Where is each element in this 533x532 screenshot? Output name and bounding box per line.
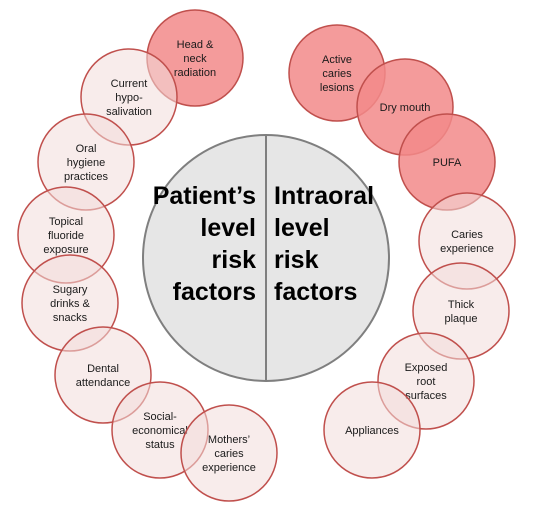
intraoral-factor-label-line: surfaces [405, 390, 447, 402]
intraoral-factor-label-line: Caries [451, 229, 483, 241]
patient-factor-label-line: economical [132, 425, 188, 437]
patient-factor-label: Sugary drinks & snacks [50, 284, 90, 324]
patient-factor-label-line: Sugary [53, 284, 88, 296]
patient-factor-label-line: experience [202, 462, 256, 474]
intraoral-factor-label: Thick plaque [444, 299, 477, 325]
patient-factor-bubble: Mothers’ caries experience [180, 404, 278, 502]
patient-factor-label-line: attendance [76, 377, 130, 389]
patient-factor-label-line: practices [64, 171, 109, 183]
intraoral-factor-label: Appliances [345, 425, 399, 437]
intraoral-factor-label: PUFA [433, 157, 462, 169]
center-label-line: level [274, 214, 330, 242]
intraoral-factor-label-line: PUFA [433, 157, 462, 169]
patient-factor-label: Topical fluoride exposure [43, 216, 88, 256]
patient-factor-label: Head & neck radiation [174, 39, 216, 79]
intraoral-factor-label-line: lesions [320, 82, 355, 94]
center-label-line: Intraoral [274, 182, 374, 210]
patient-factor-label-line: Head & [177, 39, 214, 51]
intraoral-factor-circle [323, 381, 421, 479]
intraoral-factor-bubble: Appliances [323, 381, 421, 479]
center-label-line: factors [173, 278, 256, 306]
intraoral-factor-label: Active caries lesions [320, 54, 355, 94]
intraoral-factor-label-line: Dry mouth [380, 102, 431, 114]
intraoral-factor-label: Dry mouth [380, 102, 431, 114]
patient-factor-label-line: salivation [106, 106, 152, 118]
patient-factor-label-line: Dental [87, 363, 119, 375]
patient-factor-label-line: Mothers’ [208, 434, 250, 446]
intraoral-factor-label-line: Active [322, 54, 352, 66]
patient-factor-label-line: exposure [43, 244, 88, 256]
intraoral-factor-label: Caries experience [440, 229, 494, 255]
patient-factor-label-line: hypo- [115, 92, 143, 104]
patient-factor-circle [180, 404, 278, 502]
patient-factor-label: Oral hygiene practices [64, 143, 109, 183]
center-circle-group: Patient’s level risk factors Intraoral level… [142, 134, 390, 382]
center-label-line: risk [274, 246, 319, 274]
patient-factor-label-line: drinks & [50, 298, 90, 310]
intraoral-factor-label: Exposed root surfaces [405, 362, 448, 402]
center-label-line: level [200, 214, 256, 242]
intraoral-factor-label-line: caries [322, 68, 352, 80]
intraoral-factor-label-line: plaque [444, 313, 477, 325]
patient-factor-label-line: status [145, 439, 175, 451]
center-left-label: Patient’s level risk factors [153, 182, 256, 306]
intraoral-factor-bubble: Caries experience [418, 192, 516, 290]
patient-factor-label-line: Topical [49, 216, 83, 228]
intraoral-factor-label-line: root [417, 376, 436, 388]
patient-factor-label-line: hygiene [67, 157, 106, 169]
intraoral-factor-label-line: Appliances [345, 425, 399, 437]
intraoral-factor-label-line: Thick [448, 299, 475, 311]
patient-factor-label-line: Current [111, 78, 148, 90]
patient-factor-label-line: radiation [174, 67, 216, 79]
intraoral-factor-label-line: experience [440, 243, 494, 255]
patient-factor-label-line: neck [183, 53, 207, 65]
patient-factor-label: Social-economical status [132, 411, 188, 451]
center-label-line: Patient’s [153, 182, 256, 210]
patient-factor-label: Dental attendance [76, 363, 130, 389]
patient-factor-label-line: fluoride [48, 230, 84, 242]
center-label-line: risk [212, 246, 257, 274]
center-right-label: Intraoral level risk factors [274, 182, 374, 306]
patient-factor-label: Current hypo-salivation [106, 78, 152, 118]
patient-factor-label-line: caries [214, 448, 244, 460]
patient-factor-label-line: Social- [143, 411, 177, 423]
patient-factor-label: Mothers’ caries experience [202, 434, 256, 474]
intraoral-factor-label-line: Exposed [405, 362, 448, 374]
patient-factor-label-line: snacks [53, 312, 88, 324]
patient-factor-label-line: Oral [76, 143, 97, 155]
center-label-line: factors [274, 278, 357, 306]
patient-factor-bubble: Sugary drinks & snacks [21, 254, 119, 352]
patient-factor-bubble: Oral hygiene practices [37, 113, 135, 211]
